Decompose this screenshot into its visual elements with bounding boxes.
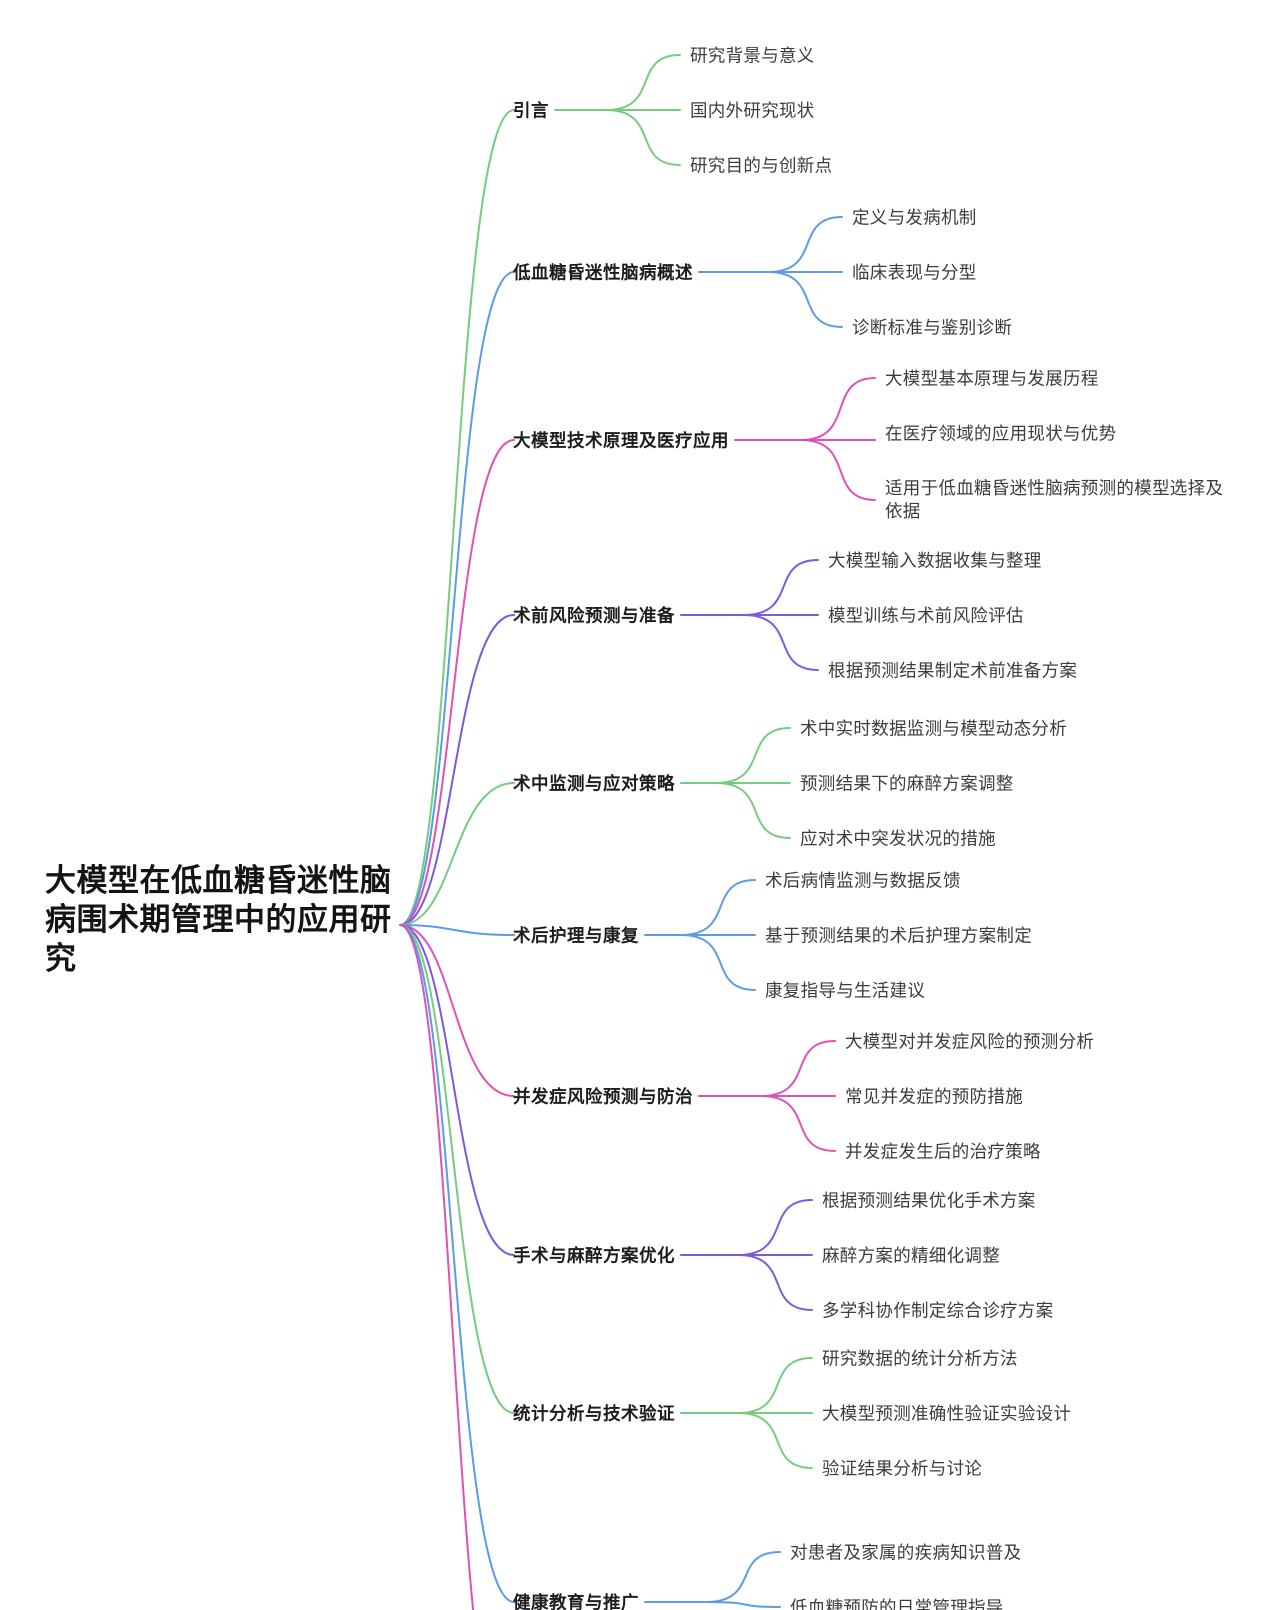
child-node-10-2[interactable]: 低血糖预防的日常管理指导: [790, 1597, 1004, 1610]
child-node-9-1[interactable]: 研究数据的统计分析方法: [822, 1348, 1018, 1369]
child-node-10-1[interactable]: 对患者及家属的疾病知识普及: [790, 1542, 1022, 1563]
link-root-branch-8: [399, 924, 515, 1256]
link-branch-9-child-3: [737, 1412, 813, 1469]
link-root-branch-10: [399, 924, 515, 1603]
branch-node-3[interactable]: 大模型技术原理及医疗应用: [513, 430, 729, 451]
branch-node-2[interactable]: 低血糖昏迷性脑病概述: [513, 262, 693, 283]
child-node-7-2[interactable]: 常见并发症的预防措施: [845, 1086, 1023, 1107]
link-branch-6-child-1: [680, 879, 756, 936]
link-branch-9-child-1: [737, 1357, 813, 1414]
link-branch-2-child-1: [767, 216, 843, 273]
link-branch-4-child-1: [743, 559, 819, 616]
child-node-4-3[interactable]: 根据预测结果制定术前准备方案: [828, 660, 1078, 681]
link-branch-3-child-1: [800, 377, 876, 441]
link-root-branch-2: [399, 271, 515, 926]
link-branch-3-child-3: [800, 439, 876, 501]
child-node-2-2[interactable]: 临床表现与分型: [852, 262, 977, 283]
child-node-8-2[interactable]: 麻醉方案的精细化调整: [822, 1245, 1000, 1266]
child-node-1-3[interactable]: 研究目的与创新点: [690, 155, 833, 176]
child-node-7-1[interactable]: 大模型对并发症风险的预测分析: [845, 1031, 1095, 1052]
branch-node-7[interactable]: 并发症风险预测与防治: [513, 1086, 693, 1107]
link-root-branch-1: [399, 109, 515, 926]
child-node-6-2[interactable]: 基于预测结果的术后护理方案制定: [765, 925, 1032, 946]
link-branch-2-child-3: [767, 271, 843, 328]
link-branch-5-child-3: [715, 782, 791, 839]
branch-node-1[interactable]: 引言: [513, 100, 549, 121]
branch-node-6[interactable]: 术后护理与康复: [513, 925, 639, 946]
link-root-branch-5: [399, 782, 515, 926]
child-node-3-3[interactable]: 适用于低血糖昏迷性脑病预测的模型选择及依据: [885, 478, 1224, 521]
child-node-1-2[interactable]: 国内外研究现状: [690, 100, 815, 121]
link-root-branch-offscreen: [399, 924, 475, 1610]
child-node-7-3[interactable]: 并发症发生后的治疗策略: [845, 1141, 1041, 1162]
child-node-6-1[interactable]: 术后病情监测与数据反馈: [765, 870, 961, 891]
link-root-branch-4: [399, 614, 515, 926]
link-branch-1-child-1: [605, 54, 681, 111]
child-node-3-2[interactable]: 在医疗领域的应用现状与优势: [885, 423, 1117, 444]
branch-node-10[interactable]: 健康教育与推广: [513, 1592, 639, 1610]
child-node-4-1[interactable]: 大模型输入数据收集与整理: [828, 550, 1042, 571]
child-node-9-2[interactable]: 大模型预测准确性验证实验设计: [822, 1403, 1072, 1424]
child-node-2-3[interactable]: 诊断标准与鉴别诊断: [852, 317, 1013, 338]
child-node-5-2[interactable]: 预测结果下的麻醉方案调整: [800, 773, 1014, 794]
root-topic-node[interactable]: 大模型在低血糖昏迷性脑病围术期管理中的应用研究: [45, 863, 392, 976]
link-branch-5-child-1: [715, 727, 791, 784]
link-branch-6-child-3: [680, 934, 756, 991]
link-branch-8-child-1: [737, 1199, 813, 1256]
link-root-branch-6: [399, 924, 515, 936]
child-node-2-1[interactable]: 定义与发病机制: [852, 207, 977, 228]
child-node-3-1[interactable]: 大模型基本原理与发展历程: [885, 368, 1099, 389]
child-node-5-1[interactable]: 术中实时数据监测与模型动态分析: [800, 718, 1067, 739]
branch-node-5[interactable]: 术中监测与应对策略: [513, 773, 675, 794]
child-node-8-1[interactable]: 根据预测结果优化手术方案: [822, 1190, 1036, 1211]
link-branch-10-child-2: [705, 1601, 781, 1608]
child-node-1-1[interactable]: 研究背景与意义: [690, 45, 815, 66]
link-branch-7-child-1: [760, 1040, 836, 1097]
child-node-5-3[interactable]: 应对术中突发状况的措施: [800, 828, 996, 849]
link-root-branch-9: [399, 924, 515, 1414]
branch-node-8[interactable]: 手术与麻醉方案优化: [513, 1245, 675, 1266]
link-branch-4-child-3: [743, 614, 819, 671]
child-node-9-3[interactable]: 验证结果分析与讨论: [822, 1458, 983, 1479]
child-node-8-3[interactable]: 多学科协作制定综合诊疗方案: [822, 1300, 1054, 1321]
link-branch-10-child-1: [705, 1551, 781, 1603]
child-node-4-2[interactable]: 模型训练与术前风险评估: [828, 605, 1024, 626]
branch-node-9[interactable]: 统计分析与技术验证: [513, 1403, 675, 1424]
link-branch-7-child-3: [760, 1095, 836, 1152]
link-branch-1-child-3: [605, 109, 681, 166]
link-root-branch-7: [399, 924, 515, 1097]
link-branch-8-child-3: [737, 1254, 813, 1311]
branch-node-4[interactable]: 术前风险预测与准备: [513, 605, 675, 626]
child-node-6-3[interactable]: 康复指导与生活建议: [765, 980, 926, 1001]
link-root-branch-3: [399, 439, 515, 926]
